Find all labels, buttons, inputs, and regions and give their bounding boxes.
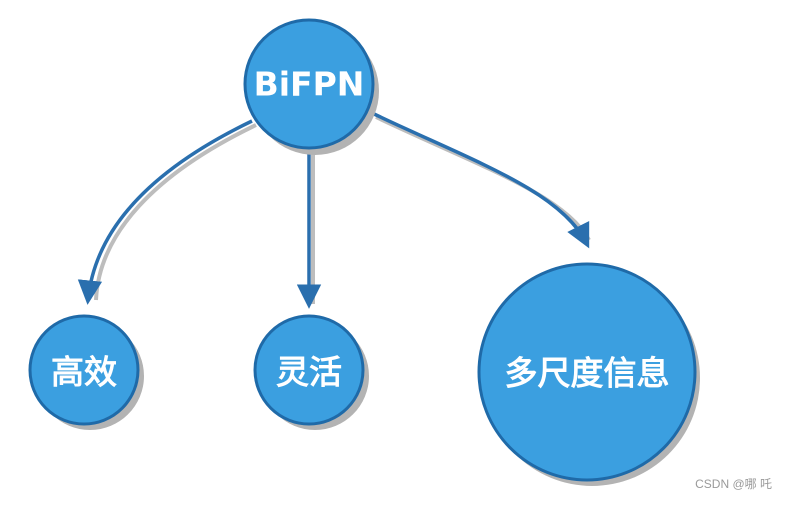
edge-bifpn-to-efficient	[77, 119, 253, 305]
node-multiscale-info: 多尺度信息	[477, 262, 697, 482]
node-bifpn-label: BiFPN	[254, 65, 365, 104]
node-multiscale-info-label: 多尺度信息	[505, 354, 670, 393]
node-flexible: 灵活	[253, 314, 365, 426]
node-efficient: 高效	[28, 314, 140, 426]
node-flexible-label: 灵活	[276, 353, 342, 392]
watermark: CSDN @哪 吒	[695, 477, 772, 491]
edge-bifpn-to-multiscale	[371, 111, 590, 249]
node-efficient-label: 高效	[51, 353, 117, 392]
node-bifpn: BiFPN	[243, 18, 375, 150]
